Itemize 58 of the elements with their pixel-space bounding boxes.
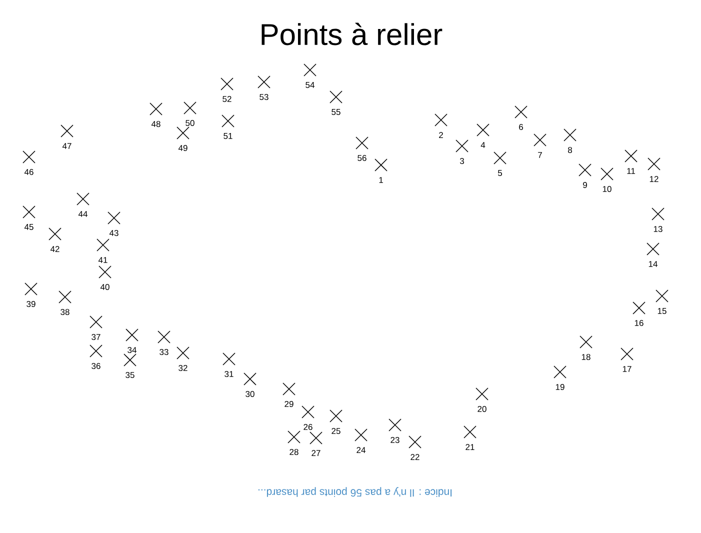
title: Points à relier xyxy=(262,22,442,46)
point-number: 12 xyxy=(650,176,658,182)
point-number: 36 xyxy=(92,363,100,369)
point-number: 11 xyxy=(627,168,635,174)
point-number: 13 xyxy=(654,226,662,232)
point-number: 6 xyxy=(519,124,523,130)
point-number: 54 xyxy=(306,82,314,88)
point-number: 40 xyxy=(100,284,110,290)
point-number: 26 xyxy=(304,424,312,430)
point-number: 31 xyxy=(224,371,234,377)
point-number: 16 xyxy=(634,320,644,326)
point-number: 53 xyxy=(260,94,268,100)
point-number: 28 xyxy=(290,449,298,455)
point-number: 2 xyxy=(439,132,443,138)
point-number: 5 xyxy=(498,170,502,176)
point-number: 48 xyxy=(151,121,160,127)
point-number: 56 xyxy=(358,155,366,161)
point-number: 24 xyxy=(356,447,366,453)
point-number: 27 xyxy=(312,450,320,456)
point-number: 4 xyxy=(480,142,486,148)
point-number: 49 xyxy=(178,145,188,151)
point-number: 18 xyxy=(582,354,590,360)
point-number: 21 xyxy=(466,444,474,450)
point-number: 37 xyxy=(92,334,100,340)
point-number: 35 xyxy=(126,372,134,378)
point-number: 29 xyxy=(284,401,294,407)
point-number: 55 xyxy=(332,109,340,115)
point-number: 50 xyxy=(186,120,194,126)
point-number: 3 xyxy=(460,158,464,164)
point-number: 45 xyxy=(24,224,34,230)
point-number: 22 xyxy=(410,454,420,460)
point-number: 41 xyxy=(98,257,108,263)
point-number: 17 xyxy=(622,366,632,372)
point-number: 43 xyxy=(109,230,118,236)
point-number: 51 xyxy=(224,133,232,139)
point-number: 20 xyxy=(478,406,486,412)
point-number: 47 xyxy=(62,143,72,149)
point-number: 1 xyxy=(379,177,383,183)
point-number: 46 xyxy=(24,169,34,175)
point-number: 8 xyxy=(568,147,572,153)
point-number: 7 xyxy=(538,152,542,158)
point-number: 32 xyxy=(178,365,188,371)
point-number: 23 xyxy=(390,437,400,443)
point-number: 42 xyxy=(50,246,60,252)
point-number: 9 xyxy=(583,182,587,188)
upside-down-hint: Indice : Il n'y a pas 56 points par hasard... xyxy=(258,487,452,497)
point-number: 33 xyxy=(160,349,168,355)
point-number: 15 xyxy=(658,308,666,314)
point-number: 38 xyxy=(60,309,70,315)
point-number: 19 xyxy=(556,384,564,390)
point-number: 14 xyxy=(648,261,658,267)
point-number: 30 xyxy=(246,391,254,397)
point-number: 52 xyxy=(222,96,232,102)
point-number: 34 xyxy=(128,347,136,353)
point-number: 44 xyxy=(78,211,88,217)
point-number: 25 xyxy=(332,428,340,434)
point-number: 39 xyxy=(26,301,36,307)
point-number: 10 xyxy=(602,186,612,192)
